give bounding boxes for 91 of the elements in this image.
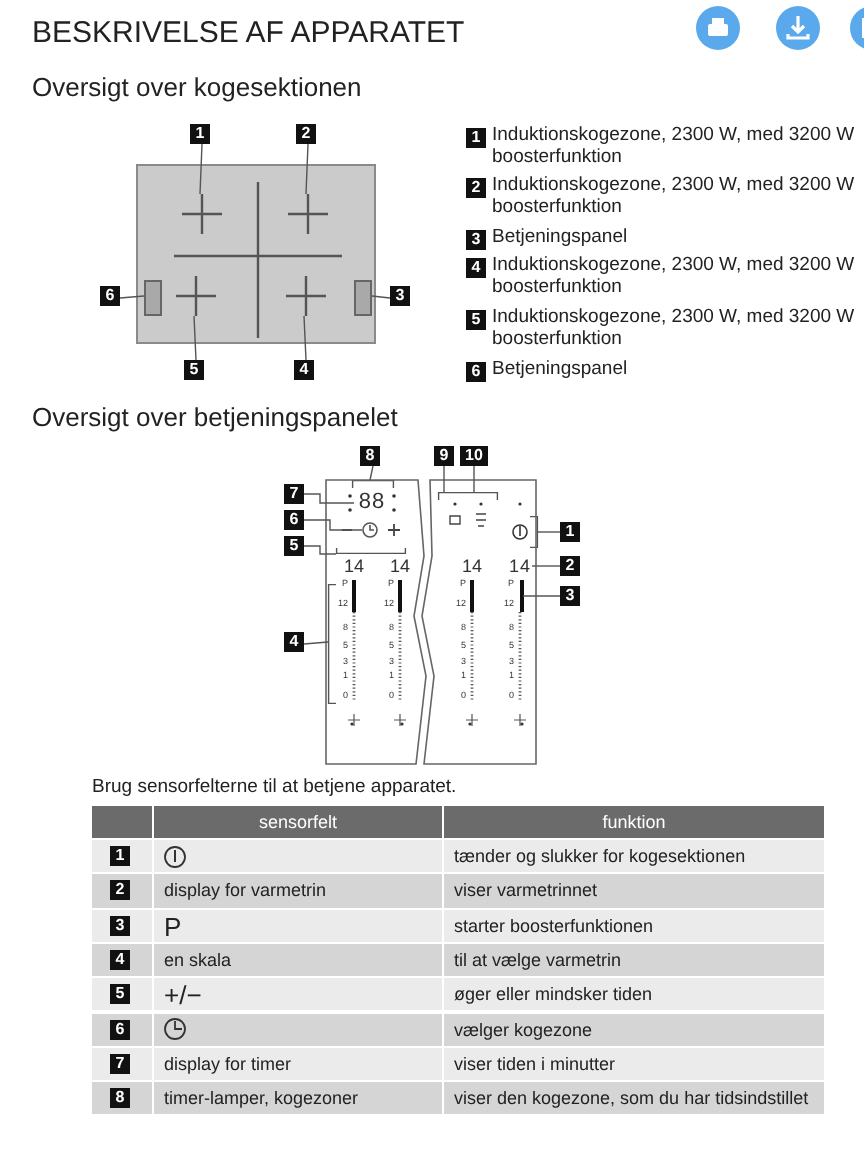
cooking-zone-icon xyxy=(286,276,326,316)
callout-number: 6 xyxy=(100,286,120,306)
table-cell: P xyxy=(154,909,442,942)
leader-line xyxy=(119,295,145,299)
callout-number: 2 xyxy=(466,178,486,198)
leader-line xyxy=(531,565,561,567)
callout-number: 1 xyxy=(560,522,580,542)
cooktop xyxy=(136,164,376,344)
digit-display: 88 xyxy=(354,490,390,516)
callout-number: 4 xyxy=(294,360,314,380)
callout-number: 1 xyxy=(190,124,210,144)
digit-display: 14 xyxy=(342,556,366,577)
callout-number: 9 xyxy=(434,446,454,466)
table-cell: øger eller mindsker tiden xyxy=(444,978,824,1011)
table-cell: viser tiden i minutter xyxy=(444,1047,824,1081)
callout-number: 8 xyxy=(360,446,380,466)
digit-display: 14 xyxy=(508,556,532,576)
digit-display: 14 xyxy=(388,556,412,577)
callout-number: 4 xyxy=(466,258,486,278)
leader-line xyxy=(303,493,355,504)
control-panel xyxy=(354,280,372,316)
callout-number: 2 xyxy=(296,124,316,144)
table-cell: en skala xyxy=(154,943,442,977)
callout-number: 6 xyxy=(466,362,486,382)
bracket xyxy=(336,548,406,554)
heat-scale-bar xyxy=(519,580,523,612)
leader-line xyxy=(371,295,391,299)
legend-text: Induktionskogezone, 2300 W, med 3200 W boosterfunktion xyxy=(492,308,857,352)
clock-icon xyxy=(362,522,378,538)
table-cell: display for timer xyxy=(154,1047,442,1081)
callout-number: 7 xyxy=(284,484,304,504)
callout-number: 3 xyxy=(390,286,410,306)
page-title: BESKRIVELSE AF APPARATET xyxy=(32,16,467,51)
table-cell: timer-lamper, kogezoner xyxy=(154,1082,442,1115)
table-cell: viser varmetrinnet xyxy=(444,874,824,908)
legend-text: Induktionskogezone, 2300 W, med 3200 W boosterfunktion xyxy=(492,256,857,300)
leader-line xyxy=(537,531,561,533)
table-cell: vælger kogezone xyxy=(444,1013,824,1046)
leader-line xyxy=(443,465,445,493)
leader-line xyxy=(369,465,374,481)
leader-line xyxy=(305,143,309,195)
row-number: 1 xyxy=(110,846,130,866)
table-header: funktion xyxy=(444,806,824,838)
digit-display: 14 xyxy=(460,556,484,577)
leader-line xyxy=(193,315,197,361)
control-panel xyxy=(144,280,162,316)
callout-number: 10 xyxy=(460,446,488,466)
callout-number: 2 xyxy=(560,556,580,576)
bracket xyxy=(438,492,498,500)
callout-number: 5 xyxy=(284,536,304,556)
row-number: 6 xyxy=(110,1019,130,1039)
section-heading: Oversigt over betjeningspanelet xyxy=(32,404,400,434)
table-cell: display for varmetrin xyxy=(154,874,442,908)
callout-number: 6 xyxy=(284,510,304,530)
table-cell: starter boosterfunktionen xyxy=(444,909,824,942)
legend-text: Betjeningspanel xyxy=(492,360,630,382)
cooking-zone-icon xyxy=(182,194,222,234)
row-number: 7 xyxy=(110,1053,130,1074)
table-header: sensorfelt xyxy=(154,806,442,838)
callout-number: 1 xyxy=(466,128,486,148)
callout-number: 3 xyxy=(466,230,486,250)
leader-line xyxy=(303,519,363,531)
row-number: 3 xyxy=(110,915,130,936)
table-cell: viser den kogezone, som du har tidsindstillet xyxy=(444,1082,824,1115)
section-heading: Oversigt over kogesektionen xyxy=(32,74,364,104)
legend-text: Betjeningspanel xyxy=(492,228,630,250)
table-cell: +/− xyxy=(154,978,442,1011)
cooking-zone-icon xyxy=(288,194,328,234)
legend-text: Induktionskogezone, 2300 W, med 3200 W boosterfunktion xyxy=(492,126,857,170)
callout-number: 4 xyxy=(284,632,304,652)
callout-number: 5 xyxy=(466,310,486,330)
leader-line xyxy=(303,641,329,645)
cooking-zone-icon xyxy=(176,276,216,316)
row-number: 8 xyxy=(110,1088,130,1109)
leader-line xyxy=(473,465,475,493)
instruction-text: Brug sensorfelterne til at betjene apparatet. xyxy=(92,778,459,800)
bracket xyxy=(328,584,336,704)
callout-number: 5 xyxy=(184,360,204,380)
row-number: 5 xyxy=(110,984,130,1005)
bracket xyxy=(352,480,394,488)
legend-text: Induktionskogezone, 2300 W, med 3200 W boosterfunktion xyxy=(492,176,857,220)
table-cell: tænder og slukker for kogesektionen xyxy=(444,840,824,873)
bracket xyxy=(530,516,538,548)
callout-number: 3 xyxy=(560,586,580,606)
leader-line xyxy=(199,143,203,195)
leader-line xyxy=(303,545,337,555)
row-number: 4 xyxy=(110,949,130,970)
leader-line xyxy=(303,315,307,361)
row-number: 2 xyxy=(110,880,130,901)
leader-line xyxy=(522,595,561,597)
table-cell: til at vælge varmetrin xyxy=(444,943,824,977)
